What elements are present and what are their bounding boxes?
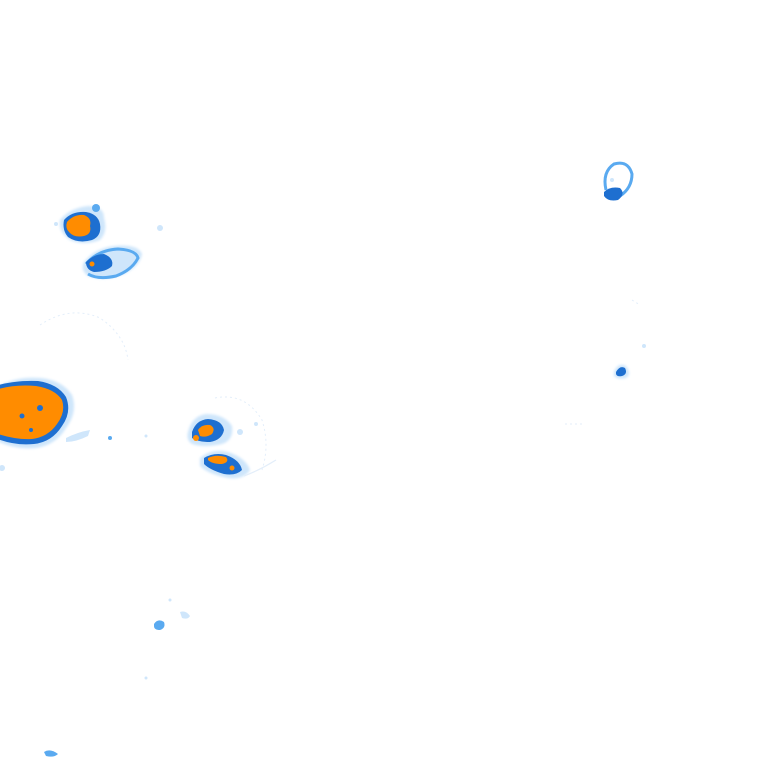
cell-south-fragments — [44, 434, 190, 757]
cell-central-upper — [187, 414, 258, 446]
cell-northwest-upper — [54, 204, 163, 243]
faint-echo-traces — [39, 299, 641, 471]
cell-west-large — [0, 377, 112, 471]
cell-northwest-lower — [82, 245, 142, 280]
cell-east-small — [614, 344, 646, 379]
cell-northeast-ring — [603, 161, 634, 201]
cell-central-lower — [200, 450, 277, 479]
